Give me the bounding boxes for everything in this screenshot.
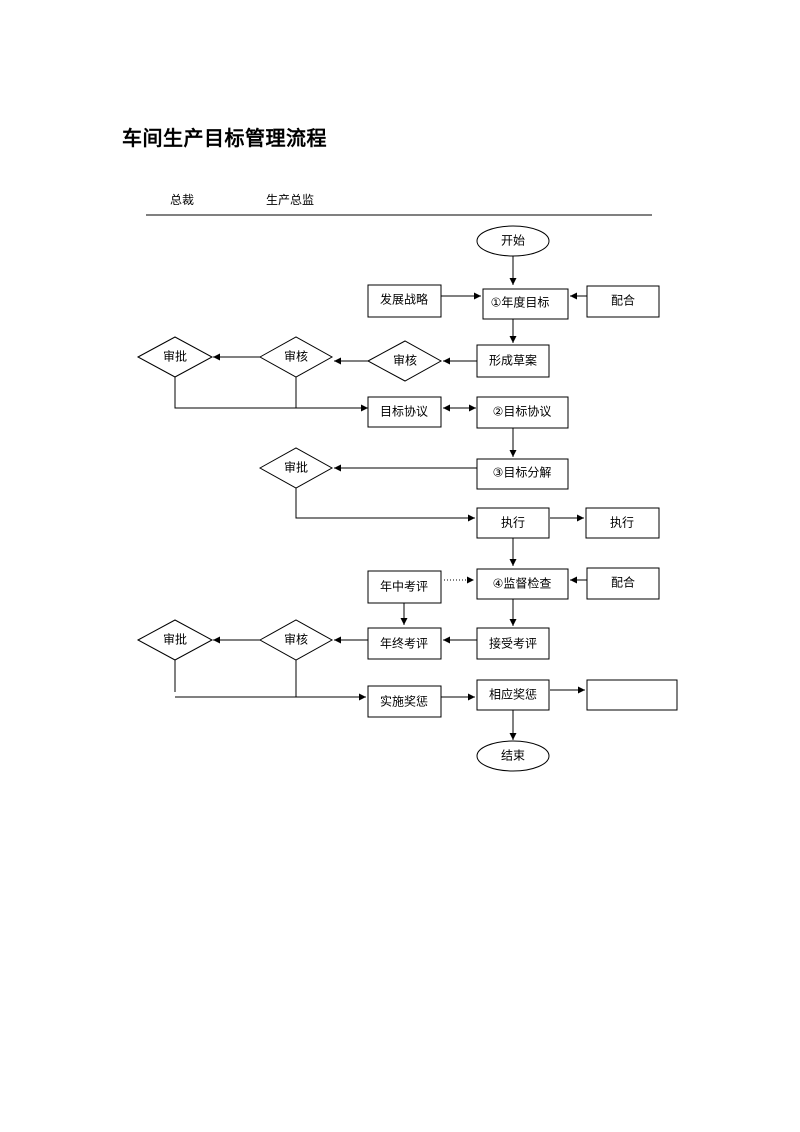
- page-title: 车间生产目标管理流程: [122, 126, 327, 150]
- strategy-label: 发展战略: [380, 292, 428, 307]
- agreement-right-label: ②目标协议: [493, 404, 552, 419]
- execute-box-2: [585, 507, 660, 539]
- execute-box-1: [476, 507, 550, 539]
- accept-eval-box: [476, 627, 550, 660]
- approve-diamond-2: [258, 447, 334, 489]
- execute-label-2: 执行: [610, 516, 634, 530]
- cooperate-label-2: 配合: [611, 575, 635, 590]
- approve-diamond-3: [136, 619, 214, 661]
- review-label-2: 审核: [393, 353, 417, 368]
- approve-label-1: 审批: [163, 349, 187, 364]
- midyear-label: 年中考评: [380, 579, 428, 594]
- start-terminal: [476, 225, 550, 257]
- implement-box: [367, 685, 442, 718]
- agreement-left-box: [367, 396, 442, 428]
- accept-eval-label: 接受考评: [489, 636, 537, 651]
- agreement-left-label: 目标协议: [380, 404, 428, 419]
- end-terminal: [476, 740, 550, 772]
- draft-label: 形成草案: [489, 353, 537, 368]
- end-label: 结束: [501, 749, 525, 763]
- cooperate-box-1: [586, 285, 660, 318]
- strategy-box: [367, 284, 442, 318]
- cooperate-label-1: 配合: [611, 293, 635, 308]
- review-diamond-1: [258, 336, 334, 378]
- reward-box: [476, 679, 550, 711]
- arrow-approve-to-agreement: [174, 377, 368, 412]
- blank-box: [586, 679, 678, 711]
- approve-label-2: 审批: [284, 460, 308, 475]
- approve-diamond-1: [136, 336, 214, 378]
- review-label-1: 审核: [284, 349, 308, 364]
- review-diamond-3: [258, 619, 334, 661]
- annual-goal-box: [482, 288, 569, 320]
- lane-president: 总裁: [170, 193, 195, 207]
- annual-goal-label: ①年度目标: [491, 295, 550, 310]
- decompose-box: [476, 458, 569, 490]
- decompose-label: ③目标分解: [493, 466, 552, 480]
- midyear-box: [367, 570, 442, 604]
- implement-label: 实施奖惩: [380, 694, 428, 709]
- draft-box: [476, 344, 550, 378]
- review-label-3: 审核: [284, 632, 308, 647]
- supervise-label: ④监督检查: [493, 576, 552, 591]
- yearend-label: 年终考评: [380, 636, 428, 651]
- review-diamond-2: [366, 340, 443, 382]
- execute-label-1: 执行: [501, 516, 525, 530]
- approve-label-3: 审批: [163, 632, 187, 647]
- lane-production-director: 生产总监: [266, 193, 315, 207]
- yearend-box: [367, 627, 442, 660]
- agreement-right-box: [476, 396, 569, 429]
- supervise-box: [476, 568, 569, 600]
- arrow-approve-to-execute: [295, 488, 475, 522]
- cooperate-box-2: [586, 567, 660, 600]
- reward-label: 相应奖惩: [489, 687, 537, 702]
- start-label: 开始: [501, 234, 525, 248]
